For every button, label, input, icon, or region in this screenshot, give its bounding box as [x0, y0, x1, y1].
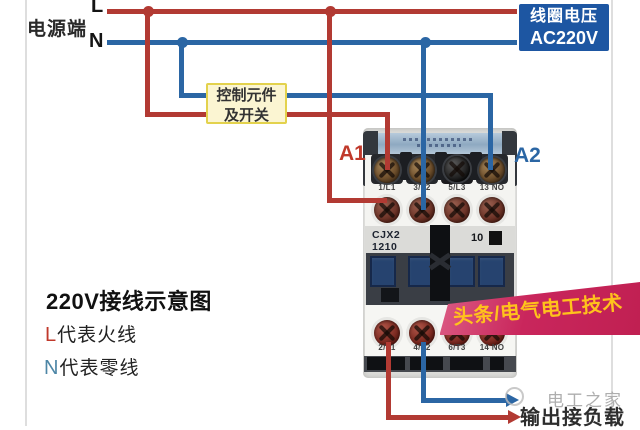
output-4t2-horizontal-wire	[421, 398, 508, 403]
l-junction-dot-2	[325, 6, 336, 17]
main-screw-4t2	[409, 320, 435, 346]
l-junction-dot-1	[143, 6, 154, 17]
diagram-title: 220V接线示意图	[46, 289, 212, 314]
contact-block	[448, 256, 475, 287]
terminal-label-1l1: 1/L1	[378, 183, 396, 192]
n-control-horizontal-wire	[179, 93, 493, 98]
main-screw-5l3	[444, 197, 470, 223]
l-drop-to-1l1	[327, 9, 332, 203]
coil-a2-label: A2	[514, 144, 541, 167]
contactor-model-text: CJX2 1210	[372, 229, 400, 253]
photo-left-edge	[25, 0, 27, 426]
legend-l-prefix: L	[45, 324, 58, 346]
coil-voltage-line2: AC220V	[529, 28, 599, 48]
watermark-text: 电工之家	[547, 391, 623, 410]
line-n-label: N	[89, 30, 104, 52]
terminal-label-14no: 14 NO	[479, 343, 505, 352]
contact-block	[370, 256, 396, 287]
terminal-label-6t3: 6/T3	[448, 343, 466, 352]
top-screw-3	[444, 156, 470, 182]
contactor-foot	[410, 357, 443, 370]
line-l-label: L	[91, 0, 104, 17]
model-line2: 1210	[372, 241, 398, 254]
n-drop-to-a2	[488, 93, 493, 170]
n-drop-to-3l2	[421, 40, 426, 210]
control-box-line1: 控制元件	[216, 87, 277, 104]
nameplate-text-line	[403, 138, 475, 141]
contactor-nameplate	[375, 133, 505, 154]
legend-live-row: L代表火线	[45, 320, 137, 347]
n-junction-dot-1	[177, 37, 188, 48]
terminal-label-5l3: 5/L3	[448, 183, 466, 192]
contactor-foot	[450, 357, 483, 370]
output-2t1-horizontal-wire	[386, 415, 510, 420]
l-drop-to-control	[145, 9, 150, 117]
l-main-wire	[107, 9, 517, 14]
contactor-armature	[430, 225, 450, 301]
coil-voltage-callout: 线圈电压 AC220V	[519, 4, 609, 51]
nameplate-text-line	[417, 144, 461, 147]
n-main-wire	[107, 40, 517, 45]
legend-neutral-row: N代表零线	[44, 353, 139, 380]
legend-l-text: 代表火线	[57, 325, 138, 346]
main-screw-13no	[479, 197, 505, 223]
terminal-label-13no: 13 NO	[479, 183, 505, 192]
n-junction-dot-2	[420, 37, 431, 48]
output-2t1-vertical-wire	[386, 342, 391, 420]
model-line1: CJX2	[372, 229, 401, 241]
coil-voltage-line1: 线圈电压	[529, 8, 598, 25]
n-drop-to-control	[179, 40, 184, 98]
watermark-logo-icon	[505, 387, 524, 406]
l-drop-to-a1	[385, 112, 390, 170]
aux-black-square	[489, 231, 502, 245]
legend-n-text: 代表零线	[59, 358, 140, 379]
aux-contact-code: 10	[471, 232, 484, 244]
output-load-label: 输出接负载	[520, 407, 625, 429]
control-box-line2: 及开关	[223, 106, 269, 124]
legend-n-prefix: N	[44, 357, 60, 379]
control-element-callout: 控制元件 及开关	[206, 83, 287, 124]
contact-block	[478, 256, 505, 287]
photo-right-edge	[611, 0, 613, 426]
mount-hole	[381, 288, 399, 302]
coil-a1-label: A1	[339, 142, 366, 165]
output-4t2-vertical-wire	[421, 342, 426, 403]
main-screw-2t1	[374, 320, 400, 346]
output-red-arrow	[508, 410, 521, 424]
l-horizontal-to-1l1	[327, 198, 387, 203]
contactor-foot	[490, 357, 504, 370]
power-side-label: 电源端	[27, 19, 88, 40]
